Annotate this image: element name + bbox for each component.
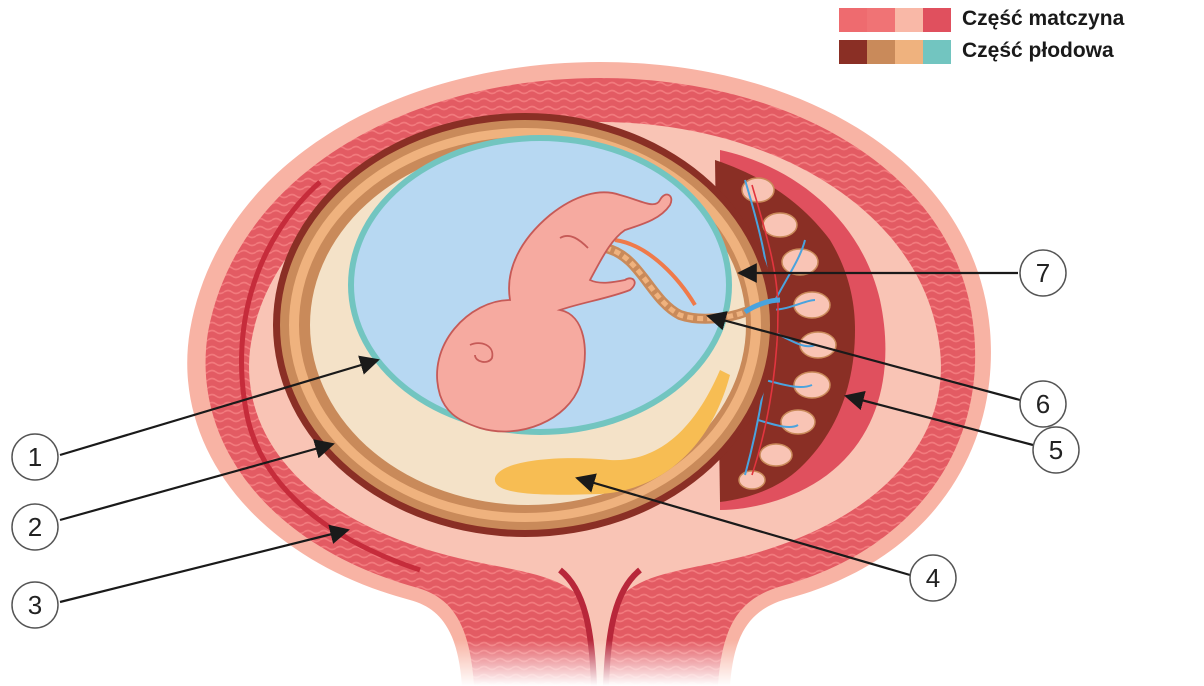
label-4-text: 4 <box>926 563 940 593</box>
label-3: 3 <box>12 582 58 628</box>
label-1: 1 <box>12 434 58 480</box>
label-3-text: 3 <box>28 590 42 620</box>
label-6-text: 6 <box>1036 389 1050 419</box>
label-2-text: 2 <box>28 512 42 542</box>
label-7-text: 7 <box>1036 258 1050 288</box>
label-5-text: 5 <box>1049 435 1063 465</box>
label-6: 6 <box>1020 381 1066 427</box>
label-1-text: 1 <box>28 442 42 472</box>
label-2: 2 <box>12 504 58 550</box>
bottom-fade <box>440 640 760 686</box>
label-5: 5 <box>1033 427 1079 473</box>
pointer-3 <box>60 530 348 602</box>
label-4: 4 <box>910 555 956 601</box>
label-7: 7 <box>1020 250 1066 296</box>
